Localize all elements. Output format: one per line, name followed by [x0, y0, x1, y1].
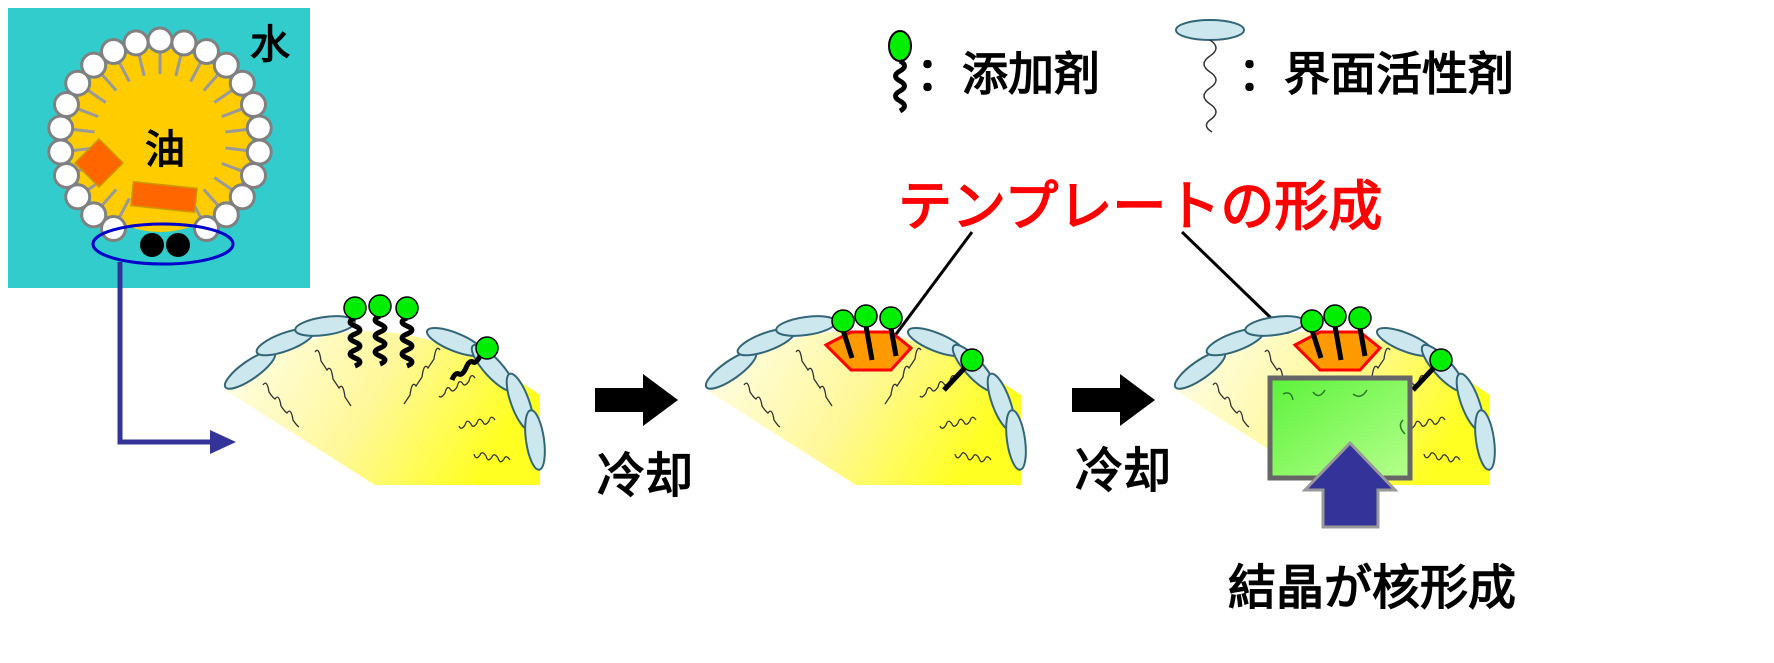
legend: ：添加剤 ：界面活性剤 — [889, 20, 1514, 132]
additive-head — [344, 297, 366, 319]
additive-particle — [166, 233, 190, 257]
additive-legend-label: ：添加剤 — [916, 47, 1100, 101]
cooling-label-2: 冷却 — [1075, 443, 1171, 499]
stage-2-template-formation — [701, 305, 1029, 485]
additive-particle — [140, 233, 164, 257]
additive-legend-icon — [889, 31, 911, 111]
surfactant-head — [247, 140, 271, 164]
process-arrow-1 — [595, 374, 678, 426]
crystal-nucleation-label: 結晶が核形成 — [1228, 560, 1516, 616]
surfactant-legend-label: ：界面活性剤 — [1238, 47, 1514, 101]
additive-tail — [402, 318, 412, 366]
process-arrow-2 — [1072, 374, 1155, 426]
surfactant-head — [172, 31, 196, 55]
stage-1-droplet-interface — [220, 295, 548, 485]
additive-tail — [350, 318, 360, 366]
additive-head — [476, 337, 498, 359]
additive-head — [369, 295, 391, 317]
surfactant-head — [124, 31, 148, 55]
water-panel: 水 油 — [8, 8, 310, 288]
surfactant-head — [49, 116, 73, 140]
surfactant-head — [148, 28, 172, 52]
surfactant-head — [242, 93, 266, 117]
water-label: 水 — [250, 22, 291, 68]
oil-label: 油 — [145, 127, 185, 173]
cooling-label-1: 冷却 — [597, 448, 693, 504]
additive-tail — [375, 316, 385, 364]
zoom-connector-arrow — [120, 262, 236, 454]
surfactant-head — [102, 39, 126, 63]
additive-head — [396, 297, 418, 319]
surfactant-legend-icon — [1176, 20, 1244, 132]
template-formation-title: テンプレートの形成 — [898, 175, 1382, 238]
surfactant-head — [49, 140, 73, 164]
surfactant-head — [247, 116, 271, 140]
surfactant-head — [54, 163, 78, 187]
